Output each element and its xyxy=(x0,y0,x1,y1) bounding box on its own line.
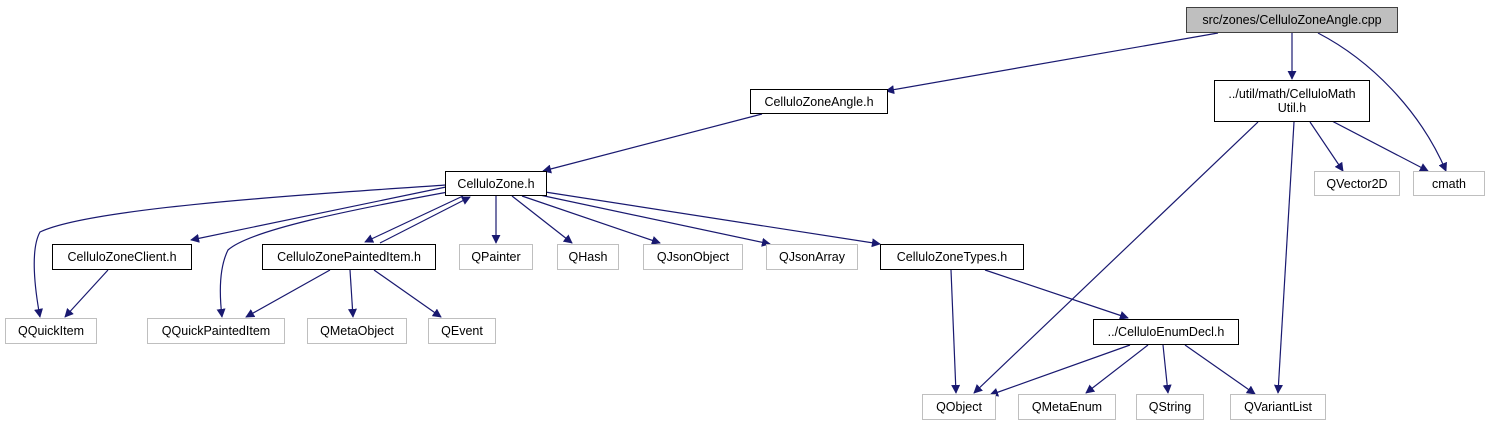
node-qjsonarray: QJsonArray xyxy=(766,244,858,270)
node-zone-angle-header[interactable]: CelluloZoneAngle.h xyxy=(750,89,888,114)
edge-root-to-cmath xyxy=(1317,32,1447,172)
node-zone-painted-item-header[interactable]: CelluloZonePaintedItem.h xyxy=(262,244,436,270)
node-enum-decl-header[interactable]: ../CelluloEnumDecl.h xyxy=(1093,319,1239,345)
edge-zone-to-qjsonobject xyxy=(521,195,661,245)
edge-root-to-zoneangle xyxy=(885,32,1219,95)
node-math-util-header[interactable]: ../util/math/CelluloMath Util.h xyxy=(1214,80,1370,122)
edge-zone-to-qjsonarray xyxy=(534,193,771,247)
edge-mathutil-to-cmath xyxy=(1329,119,1429,172)
node-qobject: QObject xyxy=(922,394,996,420)
node-zone-types-header[interactable]: CelluloZoneTypes.h xyxy=(880,244,1024,270)
node-zone-header[interactable]: CelluloZone.h xyxy=(445,171,547,196)
node-qvariantlist: QVariantList xyxy=(1230,394,1326,420)
node-qmetaenum: QMetaEnum xyxy=(1018,394,1116,420)
edge-zone-to-qquickitem xyxy=(33,184,447,318)
edge-enumdecl-to-qmetaenum xyxy=(1085,344,1149,394)
node-qvector2d: QVector2D xyxy=(1314,171,1400,196)
edge-enumdecl-to-qvariantlist xyxy=(1184,344,1256,395)
edge-zone-to-zoneclient xyxy=(190,186,447,243)
node-zone-client-header[interactable]: CelluloZoneClient.h xyxy=(52,244,192,270)
edge-zoneangle-to-zone xyxy=(542,113,763,174)
edge-mathutil-to-qobject xyxy=(973,121,1259,394)
edge-zone-to-qhash xyxy=(511,195,573,244)
node-qmetaobject: QMetaObject xyxy=(307,318,407,344)
node-cmath: cmath xyxy=(1413,171,1485,196)
edge-painteditem-to-zone xyxy=(379,196,471,244)
edge-painteditem-to-qevent xyxy=(373,269,442,318)
node-qstring: QString xyxy=(1136,394,1204,420)
edge-enumdecl-to-qstring xyxy=(1162,344,1172,394)
edge-zone-to-qquickpainteditem xyxy=(216,191,449,318)
edge-enumdecl-to-qobject xyxy=(989,344,1131,397)
node-qhash: QHash xyxy=(557,244,619,270)
node-qevent: QEvent xyxy=(428,318,496,344)
node-qquickpainteditem: QQuickPaintedItem xyxy=(147,318,285,344)
edge-zoneclient-to-qquickitem xyxy=(64,269,109,318)
edge-zone-to-zonetypes xyxy=(544,191,881,248)
edge-mathutil-to-qvector2d xyxy=(1309,121,1344,172)
edge-zonetypes-to-qobject xyxy=(950,269,961,394)
node-qjsonobject: QJsonObject xyxy=(643,244,743,270)
edge-painteditem-to-qquickpainteditem xyxy=(245,269,331,318)
node-qpainter: QPainter xyxy=(459,244,533,270)
node-root-file: src/zones/CelluloZoneAngle.cpp xyxy=(1186,7,1398,33)
edge-zonetypes-to-enumdecl xyxy=(984,269,1129,320)
node-qquickitem: QQuickItem xyxy=(5,318,97,344)
edge-mathutil-to-qvariantlist xyxy=(1273,121,1295,394)
edge-painteditem-to-qmetaobject xyxy=(347,269,357,318)
edge-zone-to-painteditem xyxy=(364,195,464,243)
